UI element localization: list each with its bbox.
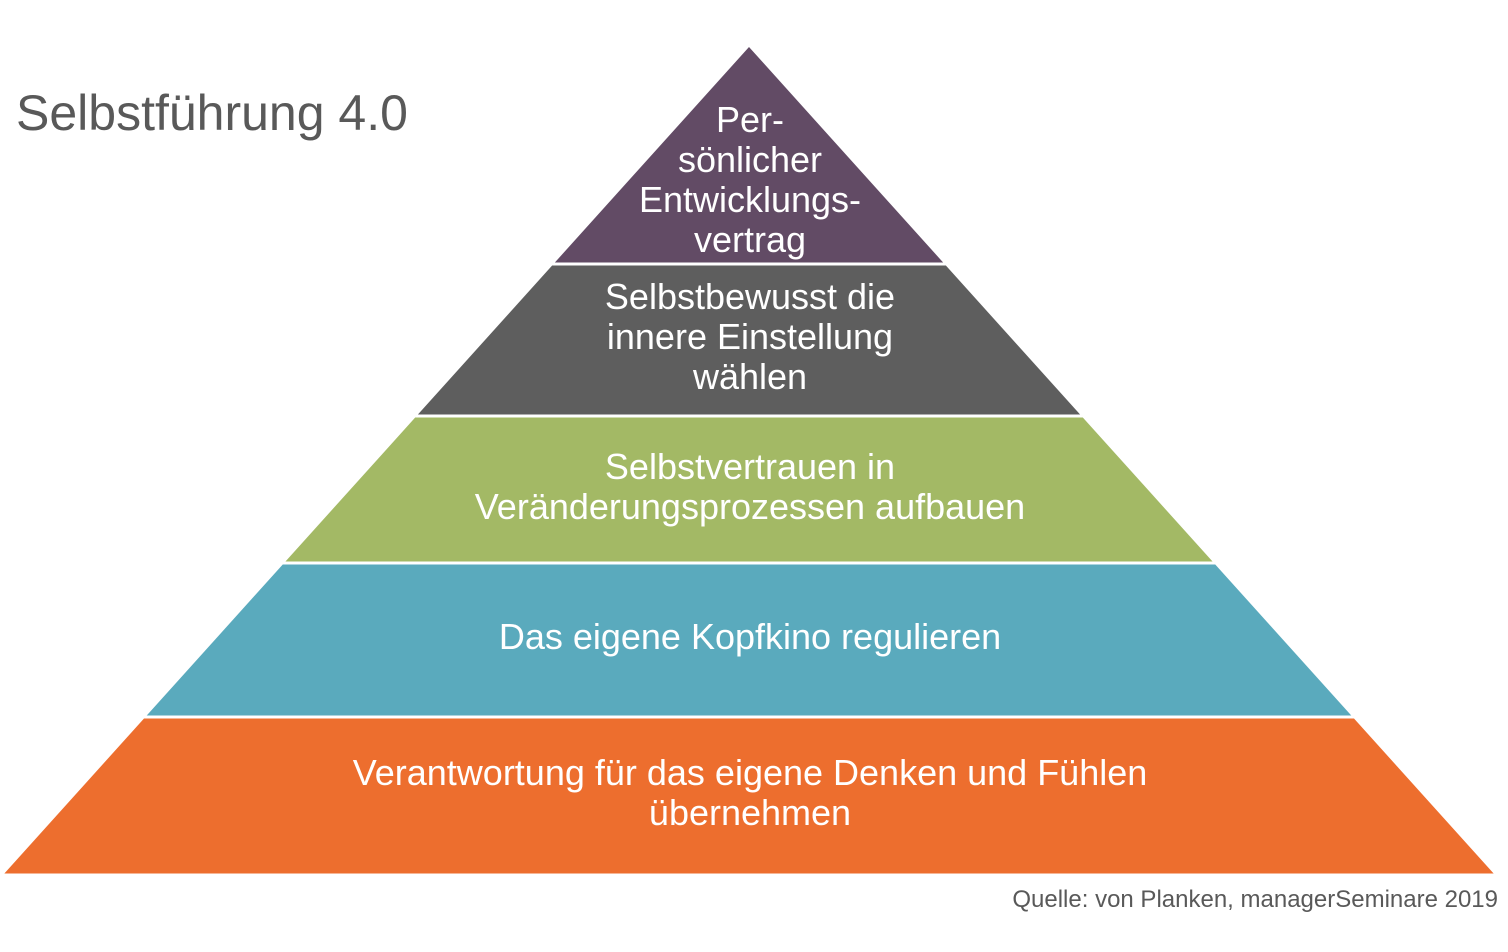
pyramid-layer-5 <box>4 718 1494 874</box>
label-line: Selbstbewusst die <box>604 276 896 317</box>
label-line: Selbstvertrauen in <box>604 445 896 487</box>
label-line: Per- <box>715 99 784 140</box>
label-line: Das eigene Kopfkino regulieren <box>498 616 1002 657</box>
pyramid-layer-1 <box>554 47 944 263</box>
label-line: wählen <box>692 356 808 397</box>
label-line: Veränderungsprozessen aufbauen <box>474 485 1026 527</box>
label-line: Verantwortung für das eigene Denken und … <box>352 752 1148 793</box>
pyramid-layer-3 <box>285 417 1213 562</box>
label-line: übernehmen <box>648 792 852 833</box>
pyramid-layer-5-label: Verantwortung für das eigene Denken und … <box>0 753 1500 833</box>
label-line: sönlicher <box>677 139 823 180</box>
diagram-title: Selbstführung 4.0 <box>16 85 408 141</box>
label-line: Entwicklungs- <box>638 179 862 220</box>
label-line: vertrag <box>693 219 807 260</box>
pyramid-layer-4-label: Das eigene Kopfkino regulieren <box>0 617 1500 657</box>
source-citation: Quelle: von Planken, managerSeminare 201… <box>1012 886 1498 913</box>
pyramid-layer-2 <box>417 265 1081 415</box>
label-line: innere Einstellung <box>606 316 894 357</box>
pyramid-layer-4 <box>146 564 1352 716</box>
